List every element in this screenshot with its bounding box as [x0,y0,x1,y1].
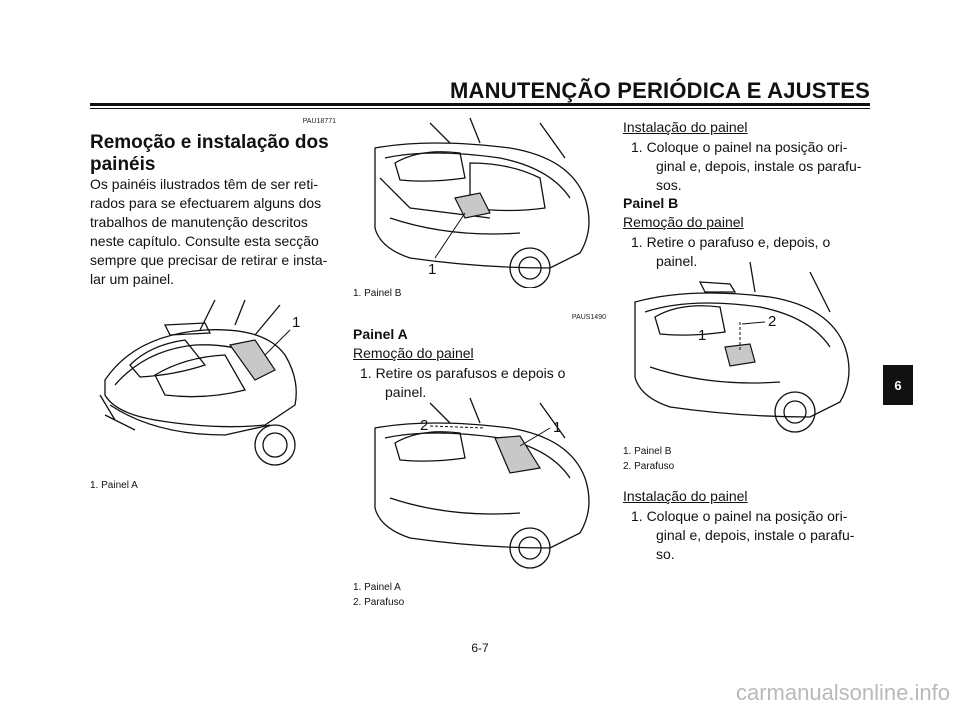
step-line: so. [656,546,675,562]
header-rule [90,103,870,106]
callout-2: 2 [420,417,428,434]
para-line: lar um painel. [90,271,175,287]
panel-a-highlight [494,435,541,474]
para-line: trabalhos de manutenção descritos [90,214,308,230]
chapter-tab[interactable]: 6 [883,365,913,405]
section-title: Painel A [353,326,408,342]
callout-1: 1 [428,261,436,278]
step-1: 1. Retire os parafusos e depois o painel… [360,364,608,402]
watermark: carmanualsonline.info [735,680,950,705]
chapter-title: MANUTENÇÃO PERIÓDICA E AJUSTES [450,78,870,103]
panel-b-highlight [724,343,756,367]
scooter-illustration-panel-b: 1 [374,118,590,288]
section-title: Painel B [623,195,679,211]
subheading: Instalação do painel [623,119,748,135]
caption-line: 2. Parafuso [623,461,675,472]
callout-2: 2 [768,313,776,330]
scooter-illustration-panel-a-screws: 2 1 [374,398,590,569]
step-line: ginal e, depois, instale os parafu- [656,158,862,174]
caption-line: 2. Parafuso [353,597,405,608]
reference-code: PAU18771 [302,118,336,125]
callout-1: 1 [553,419,561,436]
section-title-line1: Remoção e instalação dos [90,132,329,153]
caption-line: 1. Painel A [353,582,401,593]
header-rule-thin [90,108,870,109]
intro-paragraph: Os painéis ilustrados têm de ser reti- r… [90,175,338,289]
para-line: rados para se efectuarem alguns dos [90,195,322,211]
section-title: Remoção e instalação dos painéis [90,132,340,176]
subheading: Remoção do painel [623,214,744,230]
reference-code: PAUS1490 [571,314,606,321]
para-line: Os painéis ilustrados têm de ser reti- [90,176,318,192]
figure-caption: 1. Painel B 2. Parafuso [623,444,823,474]
callout-1: 1 [698,327,706,344]
figure-caption: 1. Painel A [90,480,138,491]
step-line: sos. [656,177,682,193]
subheading: Instalação do painel [623,488,748,504]
step-1: 1. Coloque o painel na posição ori- gina… [631,138,871,195]
step-1: 1. Retire o parafuso e, depois, o painel… [631,233,871,271]
panel-a-highlight [228,339,276,381]
scooter-illustration-panel-a: 1 [99,299,300,466]
page-number: 6-7 [471,641,489,655]
figure-caption: 1. Painel A 2. Parafuso [353,580,553,610]
step-line: 1. Retire os parafusos e depois o [360,365,566,381]
step-line: 1. Coloque o painel na posição ori- [631,139,848,155]
section-title-line2: painéis [90,154,156,175]
step-line: painel. [385,384,427,400]
step-line: ginal e, depois, instale o parafu- [656,527,855,543]
step-line: painel. [656,253,698,269]
step-line: 1. Retire o parafuso e, depois, o [631,234,831,250]
caption-line: 1. Painel B [623,446,672,457]
subheading: Remoção do painel [353,345,474,361]
panel-b-highlight [454,192,491,219]
figure-caption: 1. Painel B [353,288,402,299]
scooter-illustration-panel-b-screw: 1 2 [634,262,850,433]
step-1: 1. Coloque o painel na posição ori- gina… [631,507,871,564]
para-line: sempre que precisar de retirar e insta- [90,252,328,268]
callout-1: 1 [292,314,300,331]
step-line: 1. Coloque o painel na posição ori- [631,508,848,524]
para-line: neste capítulo. Consulte esta secção [90,233,319,249]
